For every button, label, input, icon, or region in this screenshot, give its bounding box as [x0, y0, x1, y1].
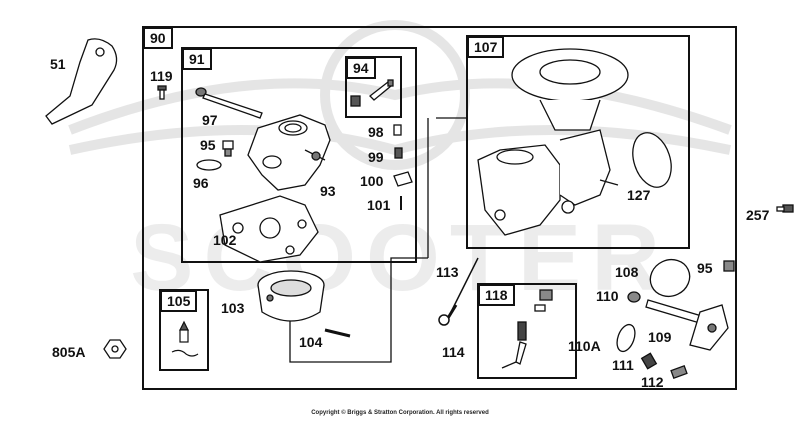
box-label-118: 118 [478, 284, 515, 306]
part-label-257: 257 [746, 207, 770, 223]
pin-part-104 [324, 328, 351, 338]
screw-part-95 [222, 140, 234, 157]
disc-part-127 [632, 132, 672, 188]
frame-118 [477, 283, 577, 379]
part-label-95-lower: 95 [697, 260, 713, 276]
part-label-100: 100 [360, 173, 384, 189]
jet-parts-98-101 [393, 124, 413, 210]
screw-part-119 [157, 85, 167, 100]
part-label-101: 101 [367, 197, 391, 213]
frame-91 [181, 47, 417, 263]
choke-parts-108-112 [616, 258, 735, 379]
part-label-114: 114 [442, 344, 465, 360]
part-label-805A: 805A [52, 344, 86, 360]
box-label-91: 91 [182, 48, 212, 70]
part-label-127: 127 [627, 187, 651, 203]
connector-lines [289, 117, 467, 363]
frame-107 [466, 35, 690, 249]
part-label-110A: 110A [568, 338, 601, 354]
float-bowl-part-103 [257, 270, 325, 322]
carburetor-body-part-93 [247, 114, 331, 191]
screw-part-257 [776, 204, 794, 213]
mixture-screw-part-118 [501, 289, 553, 369]
part-label-95-upper: 95 [200, 137, 216, 153]
part-label-112: 112 [641, 374, 664, 390]
rod-part-113-114 [438, 257, 479, 326]
spring-part-94 [350, 79, 394, 107]
needle-part-105 [171, 320, 199, 357]
washer-part-96 [196, 159, 222, 171]
part-label-102: 102 [213, 232, 237, 248]
screw-part-97 [195, 87, 263, 119]
copyright-text: Copyright © Briggs & Stratton Corporatio… [311, 410, 489, 416]
part-label-103: 103 [221, 300, 245, 316]
box-label-105: 105 [160, 290, 198, 312]
part-label-104: 104 [299, 334, 323, 350]
part-label-96: 96 [193, 175, 209, 191]
box-label-107: 107 [467, 36, 505, 58]
part-label-113: 113 [436, 264, 459, 280]
part-label-108: 108 [615, 264, 639, 280]
part-label-109: 109 [648, 329, 672, 345]
box-label-90: 90 [143, 27, 173, 49]
gasket-part-102 [219, 195, 319, 263]
part-label-98: 98 [368, 124, 384, 140]
nut-part-805A [103, 339, 127, 359]
part-label-111: 111 [612, 357, 634, 373]
part-label-93: 93 [320, 183, 336, 199]
frame-90 [142, 26, 737, 390]
box-label-94: 94 [346, 57, 376, 79]
part-label-110: 110 [596, 288, 619, 304]
gasket-part-51 [45, 38, 118, 125]
part-label-51: 51 [50, 56, 66, 72]
part-label-99: 99 [368, 149, 384, 165]
part-label-119: 119 [150, 68, 173, 84]
part-label-97: 97 [202, 112, 218, 128]
carburetor-assembly-part-107 [477, 48, 629, 236]
